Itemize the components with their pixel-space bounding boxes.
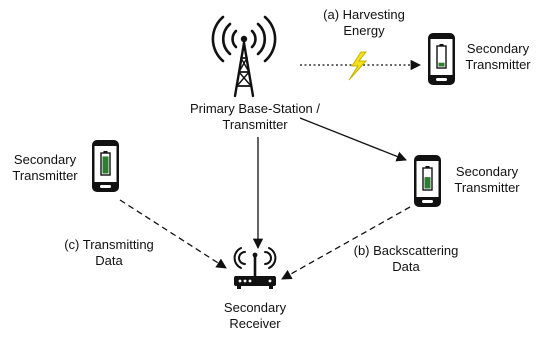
smartphone-icon: [428, 33, 455, 85]
secondary-receiver-label-line2: Receiver: [229, 316, 281, 331]
primary-base-station-label-line1: Primary Base-Station /: [189, 101, 321, 116]
transmitting-data-link: [119, 199, 227, 269]
secondary-transmitter-label-top-line2: Transmitter: [465, 57, 531, 72]
backscattering-data-link: [281, 206, 411, 280]
backscattering-data-label-line1: (b) Backscattering: [353, 243, 459, 258]
battery-icon: [100, 151, 111, 176]
backscattering-data-label: (b) Backscattering Data: [338, 243, 474, 275]
secondary-transmitter-label-left: Secondary Transmitter: [4, 152, 86, 184]
lightning-icon: [348, 51, 368, 81]
secondary-receiver-label: Secondary Receiver: [215, 300, 295, 332]
transmitting-data-label-line1: (c) Transmitting: [64, 237, 154, 252]
backscattering-data-label-line2: Data: [392, 259, 420, 274]
secondary-transmitter-label-right-line2: Transmitter: [454, 180, 520, 195]
secondary-transmitter-label-right: Secondary Transmitter: [445, 164, 529, 196]
cell-tower-icon: [211, 15, 277, 98]
secondary-receiver-label-line1: Secondary: [223, 300, 287, 315]
secondary-transmitter-label-left-line2: Transmitter: [12, 168, 78, 183]
smartphone-icon: [92, 140, 119, 192]
primary-base-station-label: Primary Base-Station / Transmitter: [170, 101, 340, 133]
battery-icon: [436, 44, 447, 69]
primary-base-station-label-line2: Transmitter: [222, 117, 288, 132]
secondary-transmitter-label-left-line1: Secondary: [13, 152, 77, 167]
harvesting-energy-label-line1: (a) Harvesting: [323, 7, 405, 22]
harvesting-energy-label: (a) Harvesting Energy: [319, 7, 409, 39]
primary-to-secondary-transmitter-link: [299, 117, 407, 162]
wifi-router-icon: [233, 247, 277, 289]
battery-icon: [422, 166, 433, 191]
secondary-transmitter-label-top-line1: Secondary: [466, 41, 530, 56]
transmitting-data-label-line2: Data: [95, 253, 123, 268]
transmitting-data-label: (c) Transmitting Data: [54, 237, 164, 269]
secondary-transmitter-label-top: Secondary Transmitter: [458, 41, 538, 73]
smartphone-icon: [414, 155, 441, 207]
secondary-transmitter-label-right-line1: Secondary: [455, 164, 519, 179]
harvesting-energy-label-line2: Energy: [343, 23, 385, 38]
